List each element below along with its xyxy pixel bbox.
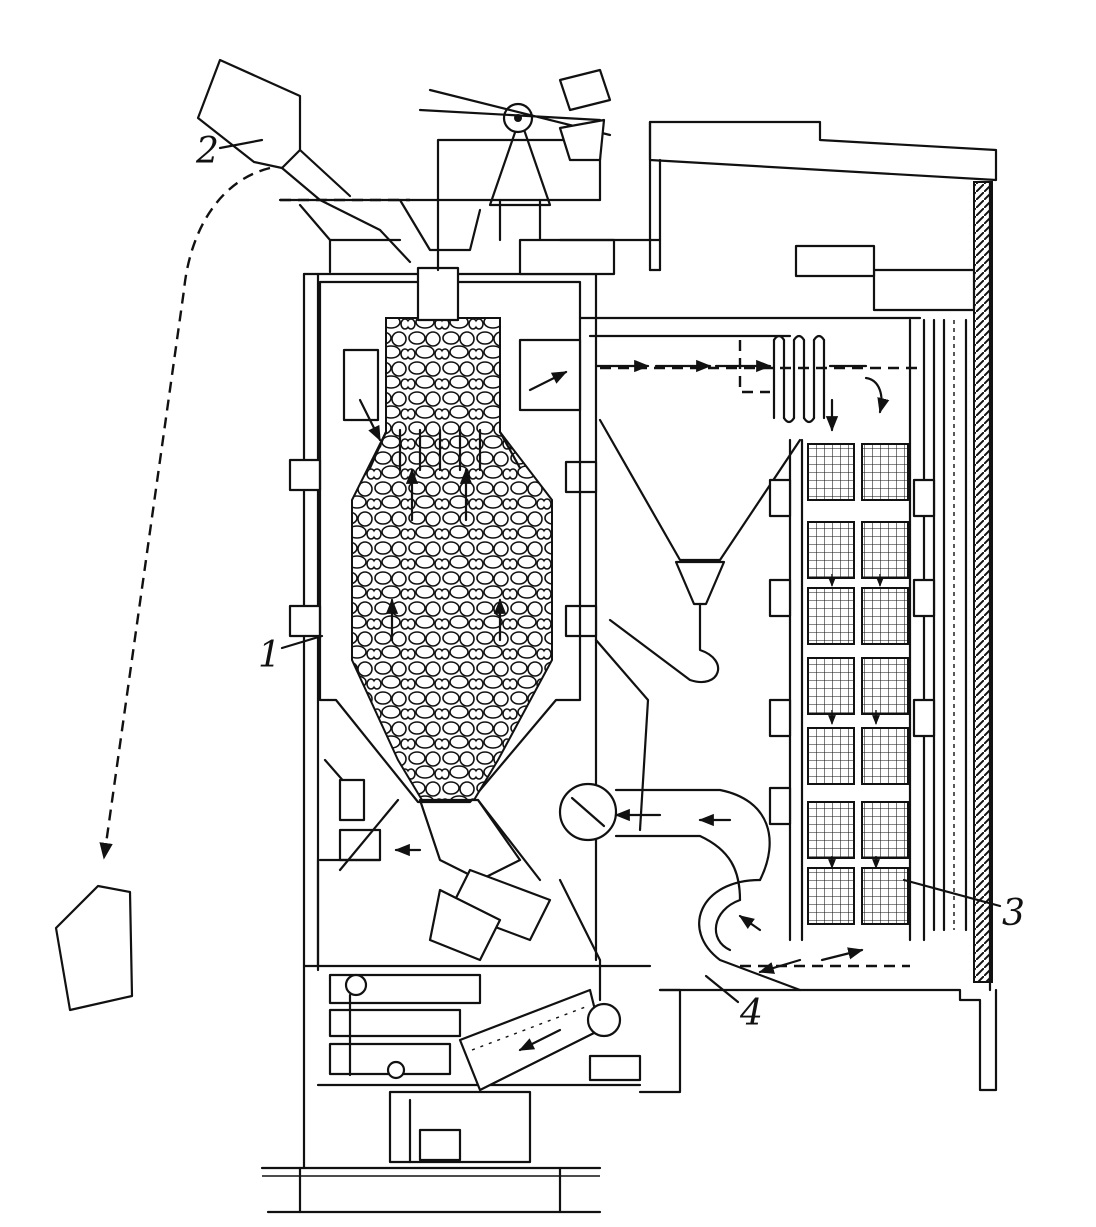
return-duct-4 [698,878,910,992]
hot-gas-duct [578,316,922,414]
kiln-gas-flow-arrows [358,370,568,857]
callout-label-4: 4 [740,993,763,1034]
lower-machinery [316,758,532,1164]
tray-flow-arrows [828,574,884,869]
feed-skip-hopper [196,58,412,264]
discharge-conveyor [458,988,642,1092]
lime-discharge-chute [338,798,602,1002]
kiln-inner-grate [398,428,482,472]
exchanger-building [638,120,998,1094]
callout-label-2: 2 [196,131,219,172]
heater-coil [772,334,839,432]
callout-label-1: 1 [258,635,281,676]
callout-leaders [218,138,1002,1004]
top-charging-mechanism [278,68,662,276]
exchanger-tray-stack [788,318,926,942]
kiln-building-frame [288,272,652,1170]
right-bucket-elevator [768,244,976,932]
left-stone-pile [54,884,134,1012]
shaft-kiln [318,266,582,804]
dashed-conveyor-route [99,166,271,860]
dust-cyclone [594,418,802,832]
ground-line [260,1166,602,1214]
exhaust-fan [558,782,771,902]
callout-label-3: 3 [1002,893,1025,934]
